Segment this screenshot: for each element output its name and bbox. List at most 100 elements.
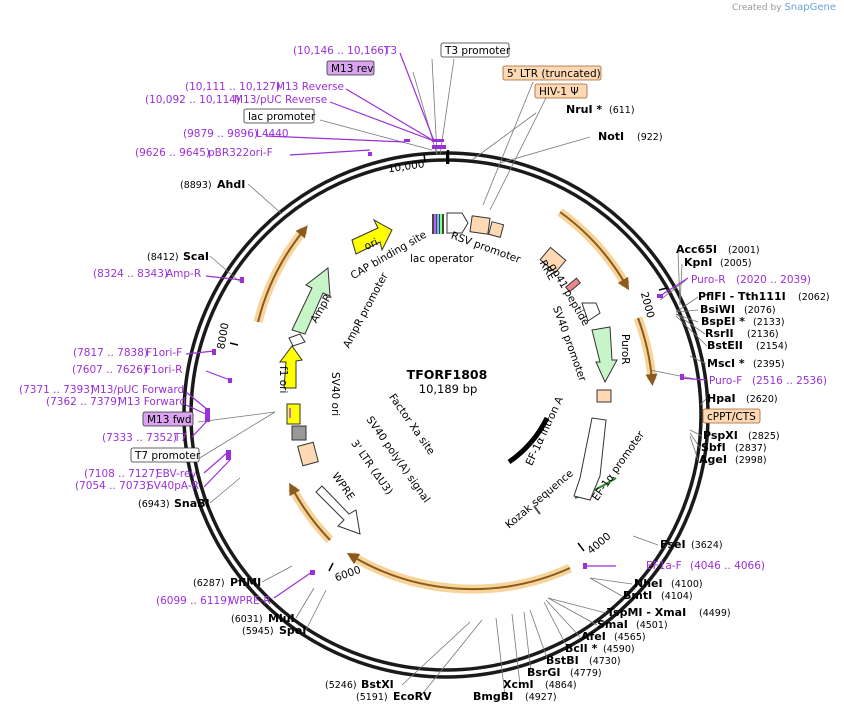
enzyme-pflmi: PflMI (6287) <box>193 576 261 589</box>
svg-text:(5945): (5945) <box>242 626 274 637</box>
svg-text:M13/pUC Reverse: M13/pUC Reverse <box>234 94 327 106</box>
svg-text:(4100): (4100) <box>671 579 703 590</box>
tick-label-4000: 4000 <box>585 530 613 556</box>
t3-site-mark <box>446 152 449 164</box>
svg-text:(2001): (2001) <box>728 245 760 256</box>
label-f1-ori: f1 ori <box>277 366 289 393</box>
svg-text:(7054 .. 7073): (7054 .. 7073) <box>75 480 150 492</box>
box-hiv-psi: HIV-1 Ψ <box>539 86 579 98</box>
svg-text:(8324 .. 8343): (8324 .. 8343) <box>93 268 168 280</box>
svg-text:(922): (922) <box>637 132 663 143</box>
orf-arc-1-line <box>559 211 630 291</box>
gp41-block <box>565 277 581 293</box>
inner-features <box>279 212 618 535</box>
boxed-labels: M13 rev T3 promoter 5' LTR (truncated) H… <box>130 42 761 463</box>
primer-puro-f: Puro-F(2516 .. 2536) <box>709 375 827 387</box>
label-puror: PuroR <box>619 334 631 365</box>
svg-text:(2516 .. 2536): (2516 .. 2536) <box>752 375 827 387</box>
primer-t7: (7333 .. 7352)T7 <box>102 432 187 444</box>
svg-text:BstBI: BstBI <box>546 654 579 667</box>
svg-text:(6287): (6287) <box>193 578 225 589</box>
enzyme-bstxi: BstXI(5246) <box>325 678 394 691</box>
primer-puro-r: Puro-R(2020 .. 2039) <box>691 274 811 286</box>
orf-arc-5-line <box>257 225 308 323</box>
primer-cluster-mark <box>432 145 446 149</box>
svg-text:(8893): (8893) <box>180 180 212 191</box>
enzyme-bmgbi: BmgBI(4927) <box>473 690 557 703</box>
svg-text:HpaI: HpaI <box>707 392 736 405</box>
svg-text:(7371 .. 7393): (7371 .. 7393) <box>19 384 94 396</box>
enzyme-tspmi-xmai: TspMI - XmaI(4499) <box>607 606 731 619</box>
primer-f1ori-r: (7607 .. 7626)F1ori-R <box>72 364 182 376</box>
svg-text:EBV-rev: EBV-rev <box>156 468 197 480</box>
svg-text:(10,146 .. 10,166): (10,146 .. 10,166) <box>293 45 388 57</box>
primer-m13puc-reverse: (10,092 .. 10,114)M13/pUC Reverse <box>145 94 327 106</box>
snapgene-credit: Created by SnapGene <box>732 2 836 13</box>
svg-text:AfeI: AfeI <box>581 630 606 643</box>
svg-text:BsrGI: BsrGI <box>527 666 560 679</box>
label-ef1a-intron: EF-1α intron A <box>524 394 567 468</box>
ef1a-green-arc <box>574 477 617 499</box>
enzyme-spei: SpeI (5945) <box>242 624 306 637</box>
ef1a-intron-arc <box>507 416 550 465</box>
svg-text:BstEII: BstEII <box>707 339 743 352</box>
svg-text:NotI: NotI <box>598 130 624 143</box>
enzyme-xcmi: XcmI(4864) <box>503 678 577 691</box>
orf-arc-2-line <box>637 317 658 386</box>
svg-text:WPRE-R: WPRE-R <box>229 595 271 607</box>
enzyme-agei: AgeI(2998) <box>699 453 767 466</box>
cppt-block <box>596 389 612 403</box>
enzyme-sbfi: SbfI(2837) <box>701 441 767 454</box>
svg-text:(3624): (3624) <box>691 540 723 551</box>
tick-label-6000: 6000 <box>333 564 362 584</box>
svg-text:(9626 .. 9645): (9626 .. 9645) <box>135 147 210 159</box>
enzyme-bspei: BspEI *(2133) <box>701 315 785 328</box>
enzyme-pspxi: PspXI(2825) <box>703 429 780 442</box>
snapgene-logo: SnapGene <box>784 2 836 13</box>
svg-text:T3: T3 <box>383 45 397 57</box>
svg-text:(4565): (4565) <box>614 632 646 643</box>
svg-text:(2154): (2154) <box>756 341 788 352</box>
box-lac-promoter: lac promoter <box>248 111 316 123</box>
enzyme-hpai: HpaI (2620) <box>707 392 778 405</box>
enzyme-scai: ScaI(8412) <box>147 250 209 263</box>
svg-text:(2395): (2395) <box>753 359 785 370</box>
tick-label-8000: 8000 <box>215 322 231 350</box>
svg-text:BsiWI: BsiWI <box>700 303 735 316</box>
primer-lines <box>185 52 707 599</box>
svg-text:(8412): (8412) <box>147 252 179 263</box>
svg-text:(4104): (4104) <box>661 591 693 602</box>
svg-text:EF1a-F: EF1a-F <box>646 560 682 572</box>
enzyme-afei: AfeI (4565) <box>581 630 646 643</box>
box-t7-promoter: T7 promoter <box>134 450 201 462</box>
svg-text:FseI: FseI <box>660 538 686 551</box>
svg-text:BmgBI: BmgBI <box>473 690 513 703</box>
primer-m13puc-forward: (7371 .. 7393)M13/pUC Forward <box>19 384 184 396</box>
svg-text:NheI: NheI <box>634 577 663 590</box>
plasmid-name: TFORF1808 <box>407 367 488 382</box>
svg-text:PspXI: PspXI <box>703 429 738 442</box>
svg-text:SpeI: SpeI <box>279 624 306 637</box>
enzyme-nhei: NheI (4100) <box>634 577 703 590</box>
svg-text:PflMI: PflMI <box>230 576 261 589</box>
credit-text: Created by <box>732 3 782 13</box>
svg-text:KpnI: KpnI <box>684 256 712 269</box>
svg-text:(2620): (2620) <box>746 394 778 405</box>
svg-text:SbfI: SbfI <box>701 441 726 454</box>
enzyme-mlui: MluI(6031) <box>231 612 295 625</box>
svg-text:F1ori-F: F1ori-F <box>146 347 182 359</box>
svg-text:SV40pA-R: SV40pA-R <box>147 480 199 492</box>
svg-text:(4864): (4864) <box>545 680 577 691</box>
svg-text:Amp-R: Amp-R <box>166 268 201 280</box>
svg-text:(4046 .. 4066): (4046 .. 4066) <box>690 560 765 572</box>
svg-text:BspEI *: BspEI * <box>701 315 745 328</box>
enzyme-noti: NotI (922) <box>598 130 663 143</box>
rre-block <box>539 246 567 274</box>
primer-amp-r: (8324 .. 8343)Amp-R <box>93 268 201 280</box>
tick-label-10000: 10,000 <box>387 158 425 175</box>
svg-text:NruI *: NruI * <box>566 103 602 116</box>
svg-text:(10,092 .. 10,114): (10,092 .. 10,114) <box>145 94 240 106</box>
svg-text:L4440: L4440 <box>256 128 289 140</box>
enzyme-ecorv: EcoRV(5191) <box>356 690 432 703</box>
ampR-arrow <box>291 267 331 335</box>
